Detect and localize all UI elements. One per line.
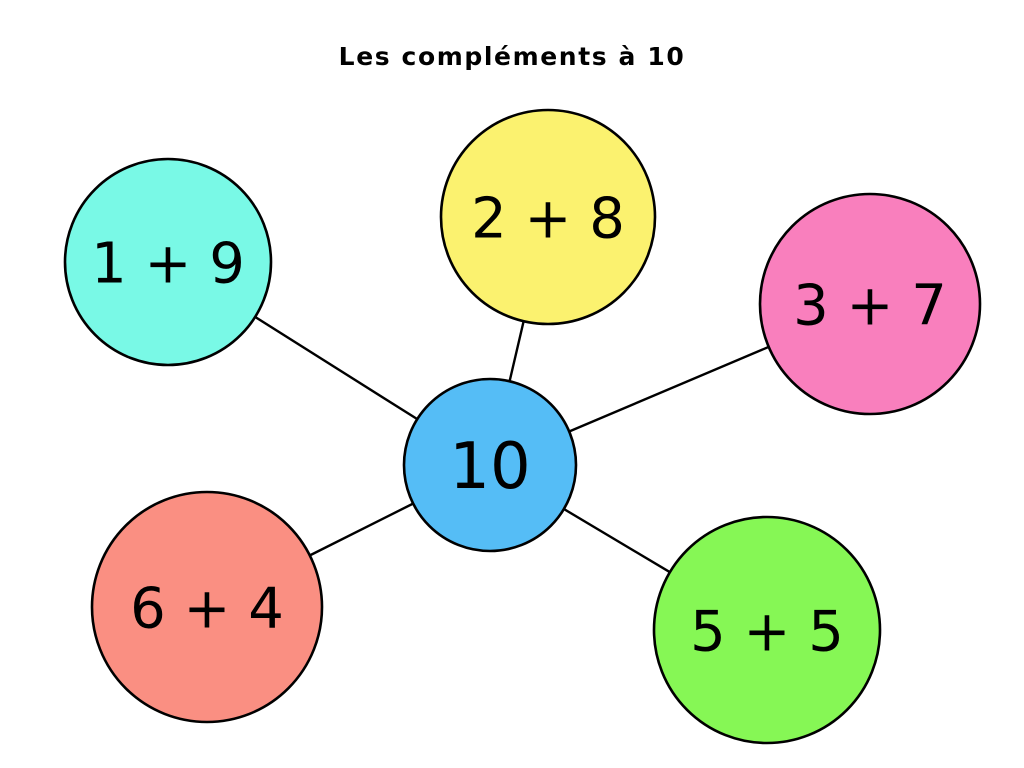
satellite-node[interactable]: 3 + 7 (758, 192, 982, 416)
page-title: Les compléments à 10 (338, 42, 686, 71)
satellite-node[interactable]: 1 + 9 (63, 157, 273, 367)
satellite-node[interactable]: 5 + 5 (652, 515, 882, 745)
spoke-line-1+9 (253, 315, 419, 421)
node-circle-node-5-plus-5[interactable] (652, 515, 882, 745)
nodes-group: 1 + 9 2 + 8 3 + 7 5 + 5 6 + 4 10 (63, 108, 982, 745)
satellite-node[interactable]: 6 + 4 (90, 490, 324, 724)
node-label-node-1-plus-9: 1 + 9 (91, 232, 245, 297)
node-label-node-5-plus-5: 5 + 5 (690, 600, 844, 665)
spoke-line-6+4 (308, 502, 415, 557)
node-label-node-3-plus-7: 3 + 7 (793, 274, 947, 339)
node-circle-node-6-plus-4[interactable] (90, 490, 324, 724)
spoke-line-3+7 (567, 345, 771, 433)
node-circle-node-2-plus-8[interactable] (439, 108, 657, 326)
node-label-node-6-plus-4: 6 + 4 (130, 577, 284, 642)
node-label-node-2-plus-8: 2 + 8 (471, 187, 625, 252)
spoke-line-2+8 (508, 319, 526, 383)
satellite-node[interactable]: 2 + 8 (439, 108, 657, 326)
node-circle-node-3-plus-7[interactable] (758, 192, 982, 416)
center-node[interactable]: 10 (402, 377, 578, 553)
center-circle-center-10[interactable] (402, 377, 578, 553)
spoke-line-5+5 (562, 507, 672, 574)
node-circle-node-1-plus-9[interactable] (63, 157, 273, 367)
center-label-center-10: 10 (449, 430, 530, 504)
spoke-lines-group (253, 315, 771, 574)
